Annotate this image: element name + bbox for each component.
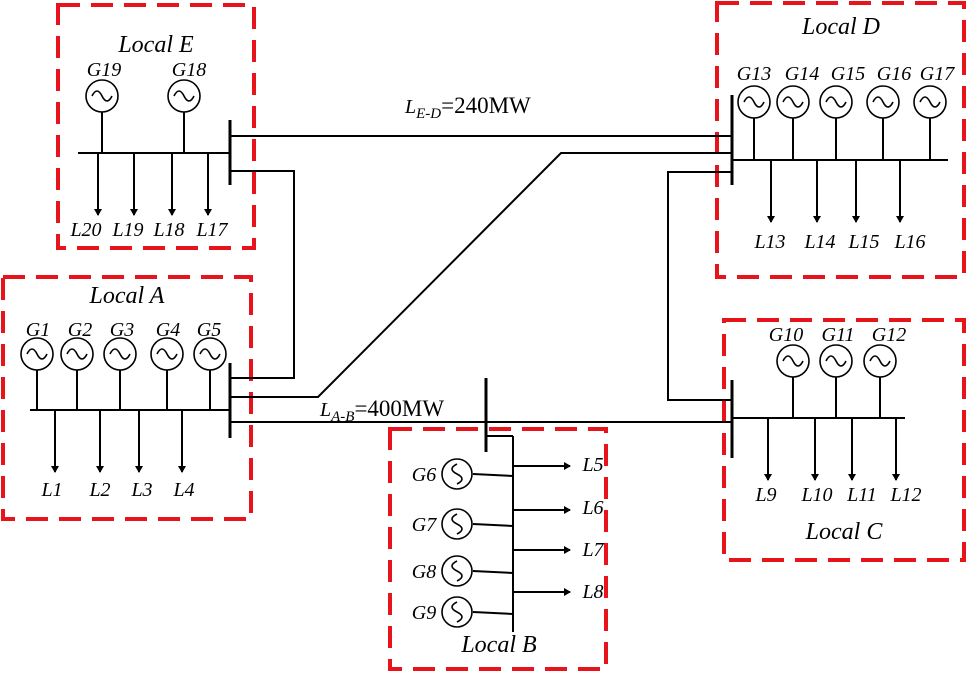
load-label: L17 xyxy=(195,219,228,241)
load-label: L20 xyxy=(69,219,101,241)
generator-g17: G17 xyxy=(913,63,955,160)
generator-label: G4 xyxy=(156,319,180,341)
area-a-title: Local A xyxy=(89,283,165,309)
generator-g14: G14 xyxy=(776,63,819,160)
generator-label: G8 xyxy=(412,561,436,583)
load-label: L14 xyxy=(803,231,835,253)
generator-g9: G9 xyxy=(412,596,514,628)
load-label: L12 xyxy=(889,484,921,506)
load-label: L3 xyxy=(130,479,152,501)
loads-area-d: L13 L14 L15 L16 xyxy=(753,160,926,253)
tie-line-d-c xyxy=(667,171,732,401)
load-label: L19 xyxy=(111,219,143,241)
generator-g1: G1 xyxy=(20,319,54,410)
generator-label: G9 xyxy=(412,602,436,624)
generator-label: G12 xyxy=(872,324,906,346)
area-b-boundary xyxy=(388,427,608,671)
generator-label: G3 xyxy=(110,319,134,341)
generator-g16: G16 xyxy=(866,63,911,160)
generator-label: G14 xyxy=(785,63,819,85)
area-c-title: Local C xyxy=(805,519,884,545)
area-d-title: Local D xyxy=(801,14,880,40)
generator-label: G2 xyxy=(68,319,92,341)
load-label: L13 xyxy=(753,231,785,253)
load-label: L8 xyxy=(581,581,603,603)
generator-label: G10 xyxy=(769,324,803,346)
load-label: L1 xyxy=(40,479,62,501)
area-a-boundary xyxy=(1,275,253,521)
generator-label: G6 xyxy=(412,464,436,486)
load-label: L11 xyxy=(846,484,877,506)
loads-area-a: L1 L2 L3 L4 xyxy=(40,410,195,501)
load-label: L15 xyxy=(847,231,879,253)
generator-g5: G5 xyxy=(193,319,227,410)
load-label: L4 xyxy=(172,479,194,501)
generator-label: G1 xyxy=(26,319,50,341)
load-label: L9 xyxy=(754,484,776,506)
tie-label-a-b: LA-B=400MW xyxy=(319,396,444,425)
load-label: L6 xyxy=(581,497,603,519)
generator-g8: G8 xyxy=(412,555,514,587)
generator-label: G17 xyxy=(920,63,955,85)
tie-lines xyxy=(230,135,732,437)
load-label: L18 xyxy=(152,219,184,241)
generator-g2: G2 xyxy=(60,319,94,410)
load-label: L2 xyxy=(88,479,110,501)
generator-g13: G13 xyxy=(737,63,771,160)
generator-label: G18 xyxy=(172,59,206,81)
generator-label: G11 xyxy=(822,324,855,346)
area-d-boundary xyxy=(715,1,966,279)
generator-g4: G4 xyxy=(150,319,184,410)
generator-label: G5 xyxy=(197,319,221,341)
tie-label-e-d: LE-D=240MW xyxy=(404,93,531,122)
generator-g18: G18 xyxy=(167,59,206,153)
loads-area-e: L20 L19 L18 L17 xyxy=(69,153,229,241)
generator-label: G15 xyxy=(831,63,865,85)
load-label: L5 xyxy=(581,454,603,476)
generator-label: G19 xyxy=(87,59,121,81)
loads-area-b: L5 L6 L7 L8 xyxy=(513,454,605,603)
generator-g3: G3 xyxy=(103,319,137,410)
generator-g12: G12 xyxy=(863,324,906,418)
generator-label: G13 xyxy=(737,63,771,85)
tie-line-a-d xyxy=(230,152,732,398)
load-label: L7 xyxy=(581,539,604,561)
area-b-title: Local B xyxy=(460,632,537,658)
generator-label: G16 xyxy=(877,63,911,85)
loads-area-c: L9 L10 L11 L12 xyxy=(754,418,922,506)
load-label: L16 xyxy=(893,231,925,253)
generator-g15: G15 xyxy=(819,63,865,160)
generator-g6: G6 xyxy=(412,458,514,490)
area-c-boundary xyxy=(722,318,966,562)
generator-g19: G19 xyxy=(85,59,121,153)
generator-g7: G7 xyxy=(412,508,514,540)
tie-line-e-a xyxy=(230,170,295,379)
area-e-boundary xyxy=(56,3,256,250)
generator-g11: G11 xyxy=(819,324,855,418)
load-label: L10 xyxy=(800,484,832,506)
area-e-title: Local E xyxy=(117,32,194,58)
generator-g10: G10 xyxy=(769,324,810,418)
generator-label: G7 xyxy=(412,514,437,536)
